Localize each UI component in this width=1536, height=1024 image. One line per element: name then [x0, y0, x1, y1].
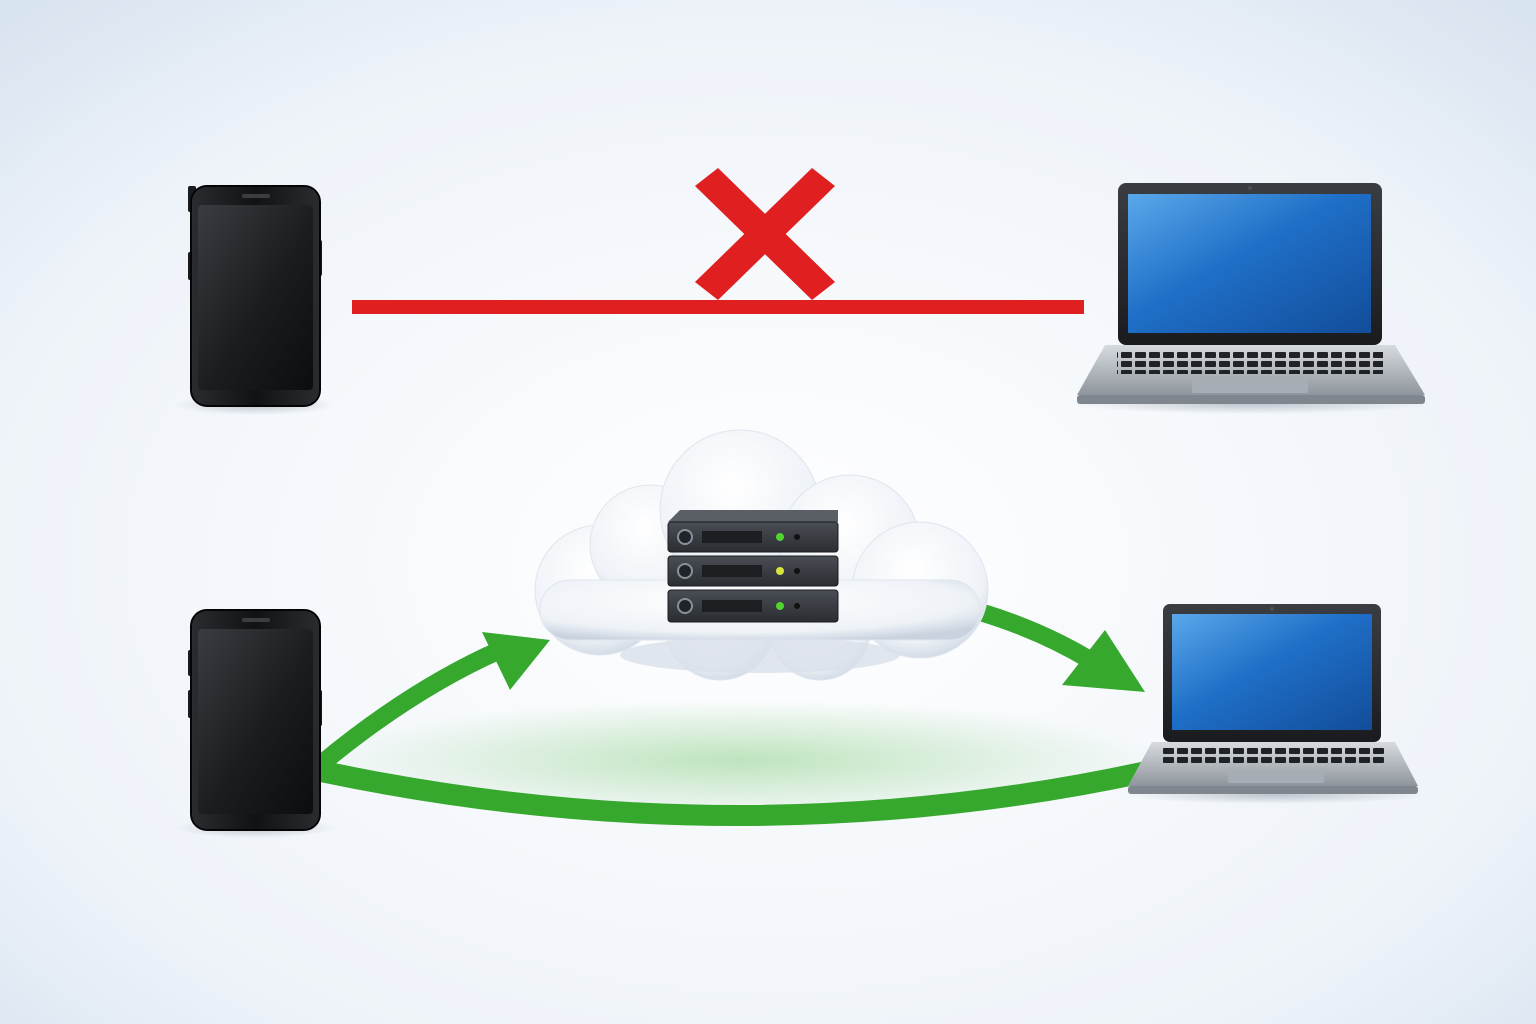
status-led-icon — [776, 602, 784, 610]
laptop-icon — [1070, 183, 1430, 414]
arrow-cloud-to-laptop — [971, 603, 1145, 692]
cloud-server-icon — [534, 429, 989, 681]
server-stack — [667, 510, 839, 623]
smartphone-icon — [175, 185, 335, 415]
blocked-link-line — [352, 300, 1084, 314]
scenario-direct — [175, 168, 1430, 415]
status-led-icon — [776, 533, 784, 541]
allowed-direct-band — [320, 760, 1150, 826]
laptop-icon — [1125, 604, 1425, 804]
smartphone-icon — [175, 609, 335, 838]
scenario-via-cloud — [175, 429, 1425, 838]
x-mark-icon — [695, 168, 835, 300]
arrow-phone-to-cloud — [311, 632, 550, 774]
status-led-icon — [776, 567, 784, 575]
